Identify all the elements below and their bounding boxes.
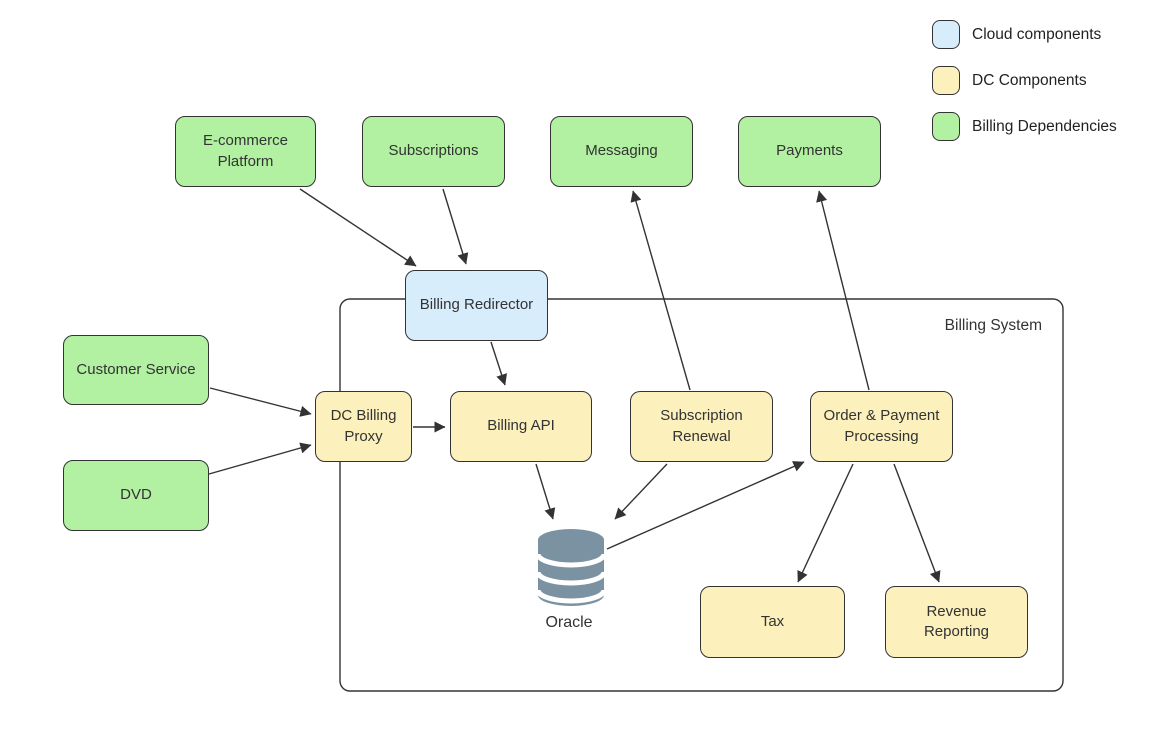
- node-payments: Payments: [738, 116, 881, 187]
- node-revenue-reporting: Revenue Reporting: [885, 586, 1028, 658]
- edge-subscription-renewal-to-messaging: [630, 190, 691, 391]
- node-billing-api: Billing API: [450, 391, 592, 462]
- edge-order-payment-to-payments: [816, 190, 870, 391]
- cloud-swatch: [932, 20, 960, 49]
- edge-ecommerce-to-redirector: [299, 188, 417, 267]
- legend: Cloud components DC Components Billing D…: [932, 20, 1117, 158]
- legend-item-dc: DC Components: [932, 66, 1117, 95]
- edge-subscriptions-to-redirector: [442, 188, 469, 265]
- legend-label: Billing Dependencies: [972, 117, 1117, 135]
- database-label: Oracle: [545, 614, 593, 631]
- node-ecommerce-platform: E-commerce Platform: [175, 116, 316, 187]
- node-dc-billing-proxy: DC Billing Proxy: [315, 391, 412, 462]
- edge-order-payment-to-tax: [797, 463, 854, 583]
- legend-label: Cloud components: [972, 25, 1102, 43]
- edge-oracle-to-order-payment: [606, 461, 805, 550]
- node-tax: Tax: [700, 586, 845, 658]
- node-customer-service: Customer Service: [63, 335, 209, 405]
- node-dvd: DVD: [63, 460, 209, 531]
- legend-item-cloud: Cloud components: [932, 20, 1117, 49]
- dc-swatch: [932, 66, 960, 95]
- node-messaging: Messaging: [550, 116, 693, 187]
- node-subscription-renewal: Subscription Renewal: [630, 391, 773, 462]
- billing-system-label: Billing System: [944, 317, 1042, 334]
- node-billing-redirector: Billing Redirector: [405, 270, 548, 341]
- edge-dvd-to-proxy: [208, 442, 312, 475]
- billing-deps-swatch: [932, 112, 960, 141]
- legend-item-billing-deps: Billing Dependencies: [932, 112, 1117, 141]
- edge-customer-service-to-proxy: [209, 387, 312, 417]
- legend-label: DC Components: [972, 71, 1087, 89]
- node-subscriptions: Subscriptions: [362, 116, 505, 187]
- database-icon: [535, 529, 607, 606]
- billing-system-boundary: [339, 298, 1064, 692]
- edge-billing-api-to-oracle: [535, 463, 556, 520]
- edge-subscription-renewal-to-oracle: [614, 463, 668, 520]
- edge-redirector-to-billing-api: [490, 341, 508, 386]
- node-order-payment-processing: Order & Payment Processing: [810, 391, 953, 462]
- edge-order-payment-to-revenue: [893, 463, 941, 583]
